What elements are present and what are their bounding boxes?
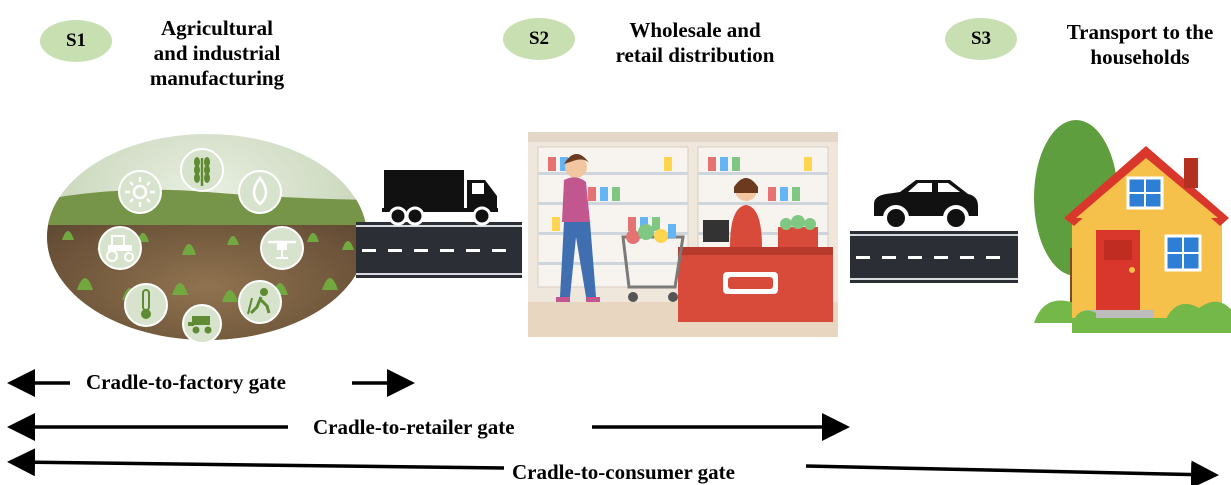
consumer-gate-arrow-right <box>805 460 1219 485</box>
stage-3-title-line-2: households <box>1090 45 1190 69</box>
stage-2-title: Wholesale and retail distribution <box>590 18 800 68</box>
supermarket-illustration <box>528 132 838 337</box>
road-2 <box>850 231 1018 283</box>
stage-3-title-line-1: Transport to the <box>1066 20 1214 44</box>
wheat-icon <box>180 148 224 192</box>
stage-2-title-line-2: retail distribution <box>615 43 775 67</box>
sun-icon <box>118 170 162 214</box>
road-1 <box>356 222 522 278</box>
stage-1-title: Agricultural and industrial manufacturin… <box>122 16 312 91</box>
stage-3-badge: S3 <box>945 18 1017 60</box>
farm-illustration <box>47 134 367 344</box>
truck-icon <box>382 170 498 226</box>
harvester-icon <box>182 304 222 344</box>
stage-1-badge: S1 <box>40 20 112 62</box>
factory-gate-label: Cradle-to-factory gate <box>86 370 286 394</box>
stage-2-title-line-1: Wholesale and <box>629 18 761 42</box>
stage-3-title: Transport to the households <box>1040 20 1231 70</box>
car-icon <box>874 180 978 231</box>
tractor-icon <box>98 226 142 270</box>
consumer-gate-label: Cradle-to-consumer gate <box>512 460 735 484</box>
retailer-gate-label: Cradle-to-retailer gate <box>313 415 515 439</box>
drone-icon <box>260 226 304 270</box>
stage-2-badge: S2 <box>503 18 575 60</box>
stage-1-title-line-2: and industrial <box>153 41 281 65</box>
farmer-icon <box>238 280 282 324</box>
stage-1-title-line-3: manufacturing <box>149 66 285 90</box>
water-drop-icon <box>238 170 282 214</box>
consumer-gate-arrow-left <box>7 448 505 477</box>
stage-1-title-line-1: Agricultural <box>161 16 273 40</box>
house-icon <box>1034 120 1231 333</box>
thermometer-icon <box>124 283 168 327</box>
